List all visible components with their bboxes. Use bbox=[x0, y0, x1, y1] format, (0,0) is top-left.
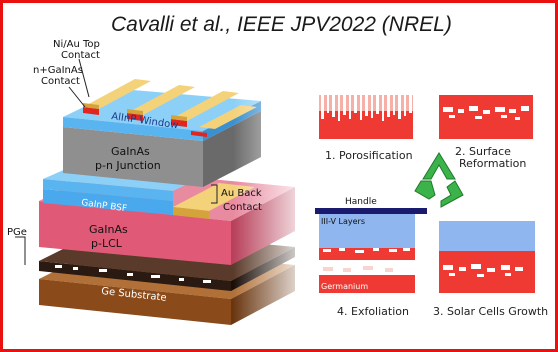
step2-label-1: 2. Surface bbox=[455, 145, 511, 158]
junction-label-1: GaInAs bbox=[111, 145, 150, 158]
top-contact-label-2: Contact bbox=[61, 50, 100, 61]
handle-bar bbox=[315, 208, 427, 214]
porosification-panel bbox=[319, 95, 413, 139]
device-stack-diagram: Ni/Au Top Contact n+GaInAs Contact AlInP… bbox=[7, 39, 313, 333]
handle-label: Handle bbox=[345, 197, 377, 207]
top-contact-leader bbox=[78, 58, 90, 98]
germanium-label: Germanium bbox=[321, 282, 368, 291]
step2-label-2: Reformation bbox=[459, 157, 526, 170]
pge-leader bbox=[15, 236, 26, 265]
exfoliation-panel bbox=[319, 214, 415, 293]
step1-label: 1. Porosification bbox=[325, 149, 413, 162]
recycle-arrows-icon bbox=[414, 152, 464, 208]
back-contact-label-1: Au Back bbox=[221, 188, 262, 199]
iiiv-label: III-V Layers bbox=[321, 217, 365, 226]
step4-label: 4. Exfoliation bbox=[337, 305, 409, 318]
stack-fade bbox=[233, 63, 313, 333]
back-contact-label-2: Contact bbox=[223, 202, 262, 213]
n-contact-label-2: Contact bbox=[41, 76, 80, 87]
step3-label: 3. Solar Cells Growth bbox=[433, 305, 548, 318]
pge-label: PGe bbox=[7, 227, 27, 238]
surface-reformation-panel bbox=[439, 95, 533, 139]
junction-label-2: p-n Junction bbox=[95, 159, 161, 172]
exfoliation-process-diagram: 1. Porosification 2. Surface Reformation bbox=[315, 95, 548, 318]
citation-title: Cavalli et al., IEEE JPV2022 (NREL) bbox=[111, 13, 452, 36]
n-contact-leader bbox=[68, 86, 86, 108]
lcl-label-2: p-LCL bbox=[91, 237, 123, 250]
back-contact-leader bbox=[211, 184, 218, 204]
lcl-label-1: GaInAs bbox=[89, 223, 128, 236]
top-contact-label-1: Ni/Au Top bbox=[53, 39, 100, 50]
solar-growth-panel bbox=[439, 221, 535, 293]
n-contact-label-1: n+GaInAs bbox=[33, 65, 83, 76]
